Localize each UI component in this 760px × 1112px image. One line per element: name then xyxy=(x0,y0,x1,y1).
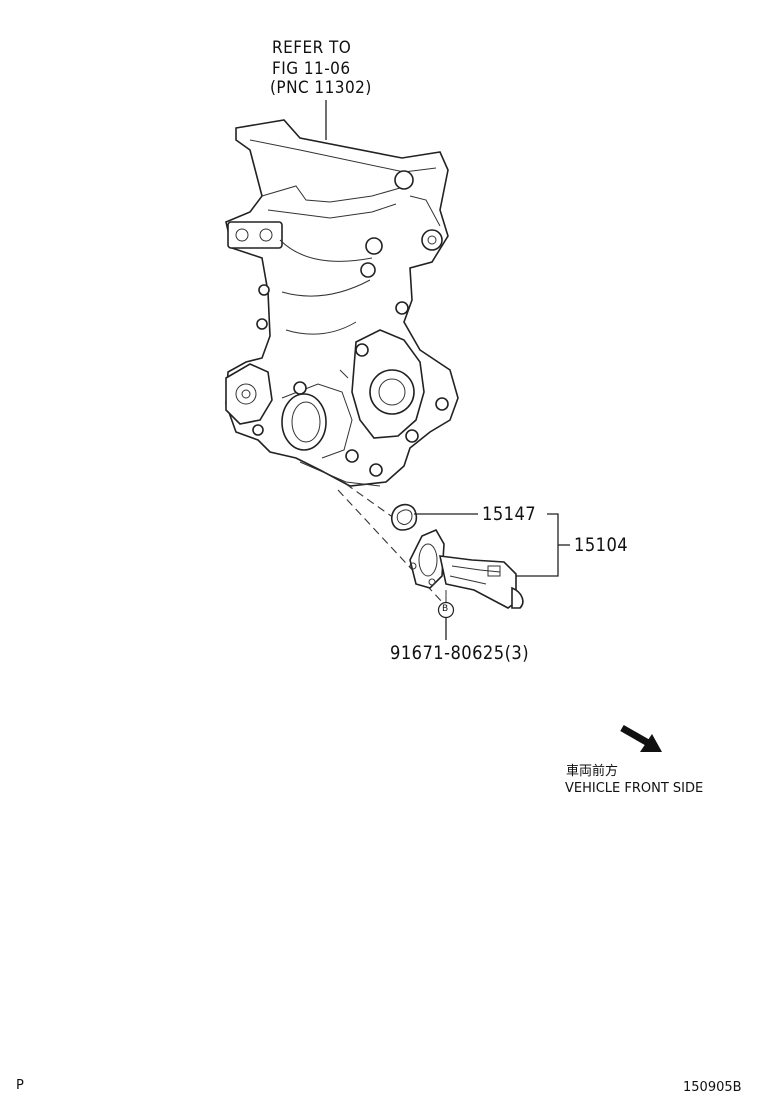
reference-line-3: (PNC 11302) xyxy=(270,78,372,98)
footer-illustration-code: 150905B xyxy=(683,1080,742,1095)
reference-line-2: FIG 11-06 xyxy=(272,59,351,79)
part-number-bolt[interactable]: 91671-80625(3) xyxy=(390,642,530,664)
direction-label-english: VEHICLE FRONT SIDE xyxy=(565,781,704,796)
reference-line-1: REFER TO xyxy=(272,38,352,58)
footer-left-code: P xyxy=(16,1078,24,1093)
timing-chain-cover xyxy=(225,119,459,487)
gasket-15147 xyxy=(390,503,418,531)
direction-label-japanese: 車両前方 xyxy=(566,764,619,779)
oil-strainer-15104 xyxy=(409,528,524,609)
bolt-marker-circle xyxy=(437,601,455,619)
part-number-assembly[interactable]: 15104 xyxy=(574,534,629,556)
vehicle-front-arrow-icon xyxy=(620,724,662,752)
bolt-marker-letter: B xyxy=(442,604,449,614)
part-number-gasket[interactable]: 15147 xyxy=(482,503,537,525)
callout-lines xyxy=(414,513,570,640)
